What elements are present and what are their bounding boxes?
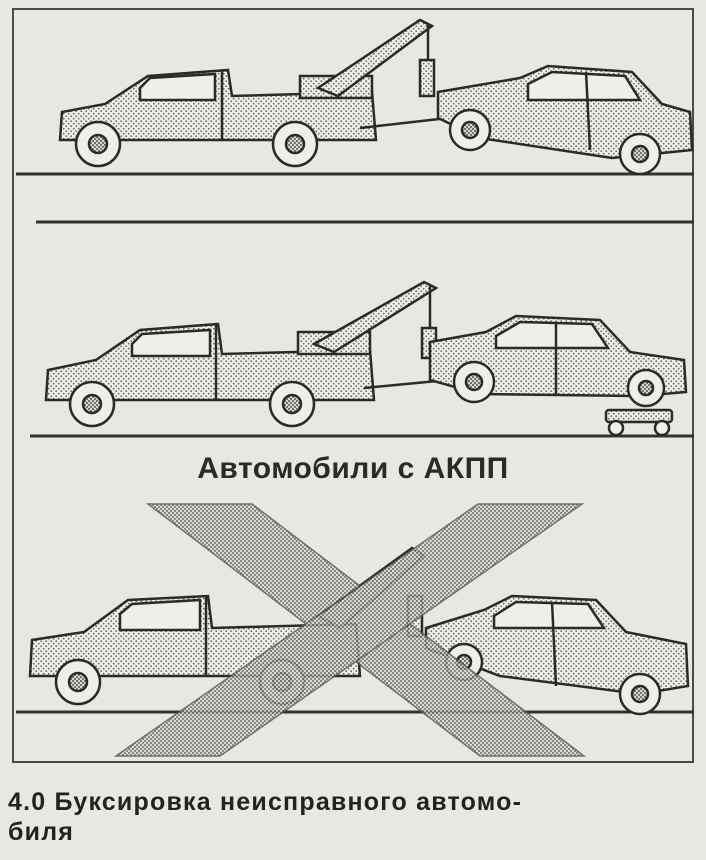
figure-caption: 4.0 Буксировка неисправного автомо- биля [8, 787, 698, 847]
towed-car [436, 64, 694, 176]
towed-car [428, 314, 688, 408]
wheel-dolly [604, 408, 674, 437]
tow-truck [44, 280, 449, 428]
cross-out-x-mark [113, 503, 587, 757]
panel-2-dolly-tow [30, 280, 694, 438]
caption-line-2: биля [8, 818, 75, 846]
figure-frame [12, 8, 694, 763]
caption-line-1: 4.0 Буксировка неисправного автомо- [8, 788, 523, 816]
panel-3-incorrect [16, 503, 694, 757]
automatic-transmission-label: Автомобили с АКПП [197, 452, 509, 485]
towed-car [424, 594, 690, 716]
panel-1-front-lift [16, 18, 694, 224]
tow-truck [58, 18, 449, 168]
